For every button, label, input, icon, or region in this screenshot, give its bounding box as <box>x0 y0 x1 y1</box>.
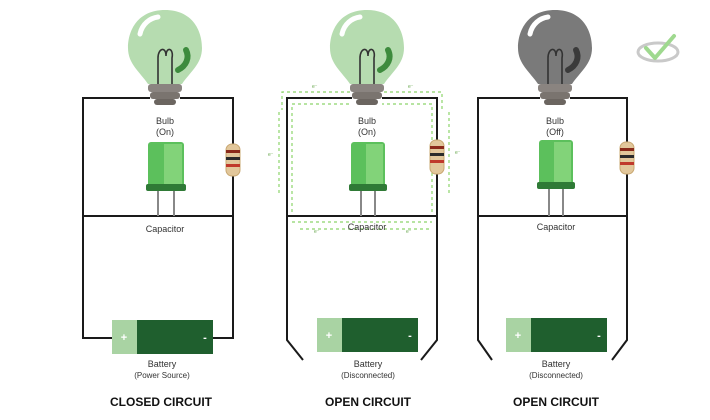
capacitor-label: Capacitor <box>537 222 576 232</box>
battery: + - <box>317 318 418 352</box>
circuit-title: OPEN CIRCUIT <box>325 395 412 409</box>
bulb-on <box>330 10 404 105</box>
panel-closed-circuit: Bulb (On) Capacitor + - Battery (Power S… <box>82 10 241 409</box>
capacitor <box>146 142 186 216</box>
battery: + - <box>112 320 213 354</box>
capacitor-label: Capacitor <box>348 222 387 232</box>
battery: + - <box>506 318 607 352</box>
resistor <box>429 139 445 175</box>
capacitor-label: Capacitor <box>146 224 185 234</box>
current-mark: e⁻ <box>408 84 414 90</box>
battery-minus: - <box>597 330 601 342</box>
bulb-label: Bulb <box>156 116 174 126</box>
bulb-state: (Off) <box>546 127 564 137</box>
capacitor <box>537 140 575 216</box>
bulb-label: Bulb <box>546 116 564 126</box>
battery-label: Battery <box>542 359 571 369</box>
bulb-on <box>128 10 202 105</box>
current-mark: e⁻ <box>312 84 318 90</box>
battery-plus: + <box>121 332 127 344</box>
bulb-label: Bulb <box>358 116 376 126</box>
current-mark: e⁻ <box>314 229 320 235</box>
capacitor <box>349 142 387 216</box>
battery-note: (Power Source) <box>134 371 190 380</box>
battery-label: Battery <box>354 359 383 369</box>
bulb-state: (On) <box>358 127 376 137</box>
panel-open-circuit-bulb-off: Bulb (Off) Capacitor + - Battery (Discon… <box>477 10 635 409</box>
battery-minus: - <box>203 332 207 344</box>
resistor <box>225 138 241 182</box>
current-flow-path <box>278 91 450 230</box>
circuit-title: OPEN CIRCUIT <box>513 395 600 409</box>
battery-note: (Disconnected) <box>341 371 395 380</box>
circuit-wires <box>477 97 628 361</box>
panel-open-circuit-bulb-on: e⁻ e⁻ e⁻ e⁻ e⁻ e⁻ Bulb (On) Capacitor <box>268 10 461 409</box>
battery-minus: - <box>408 330 412 342</box>
current-mark: e⁻ <box>455 150 461 156</box>
bulb-off <box>518 10 592 105</box>
battery-note: (Disconnected) <box>529 371 583 380</box>
circuit-title: CLOSED CIRCUIT <box>110 395 213 409</box>
check-logo-icon <box>636 34 680 63</box>
resistor <box>619 136 635 184</box>
battery-plus: + <box>326 330 332 342</box>
current-mark: e⁻ <box>268 152 274 158</box>
bulb-state: (On) <box>156 127 174 137</box>
current-mark: e⁻ <box>406 229 412 235</box>
battery-plus: + <box>515 330 521 342</box>
battery-label: Battery <box>148 359 177 369</box>
